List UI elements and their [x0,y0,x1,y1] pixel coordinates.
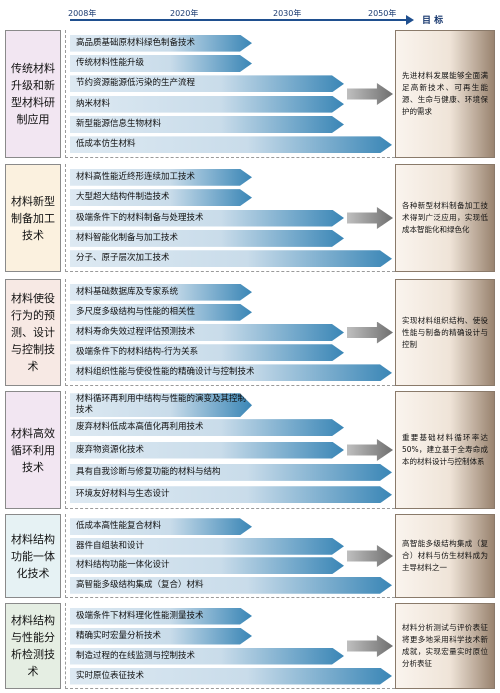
to-target-arrow-icon [347,439,393,461]
bar-rows: 材料循环再利用中结构与性能的演变及其控制技术废弃材料低成本高值化再利用技术废弃物… [65,391,395,509]
to-target-arrow-icon [347,83,393,105]
roadmap-bar: 高品质基础原材料绿色制备技术 [70,35,252,52]
target-box: 高智能多级结构集成（复合）材料与仿生材料成为主导材料之一 [395,514,495,598]
bar-rows: 材料基础数据库及专家系统多尺度多级结构与性能的相关性材料寿命失效过程评估预测技术… [65,279,395,386]
target-text: 实现材料组织结构、使役性能与制备的精确设计与控制 [402,315,488,349]
target-box: 各种新型材料制备加工技术得到广泛应用，实现低成本智能化和绿色化 [395,164,495,272]
roadmap-bar: 传统材料性能升级 [70,55,252,72]
roadmap-bar: 器件自组装和设计 [70,538,344,555]
roadmap-bar: 材料高性能近终形连续加工技术 [70,169,252,186]
target-text: 高智能多级结构集成（复合）材料与仿生材料成为主导材料之一 [402,539,488,572]
section-label-text: 传统材料升级和新型材料研制应用 [11,62,55,126]
section-label-text: 材料结构功能一体化技术 [11,532,55,580]
timeline-axis: 2008年 2020年 2030年 2050年 目 标 [0,0,500,28]
roadmap-bar: 分子、原子层次加工技术 [70,250,392,267]
roadmap-bar: 废弃物资源化技术 [70,442,344,459]
target-text: 材料分析测试与评价表征将更多地采用科学技术新成就，实现宏量实时原位分析表征 [402,623,488,668]
roadmap-bar: 低成本高性能复合材料 [70,518,252,535]
bar-rows: 低成本高性能复合材料器件自组装和设计材料结构功能一体化设计高智能多级结构集成（复… [65,514,395,598]
roadmap-bar: 材料组织性能与使役性能的精确设计与控制技术 [70,364,392,381]
roadmap-section: 传统材料升级和新型材料研制应用高品质基础原材料绿色制备技术传统材料性能升级节约资… [5,30,495,158]
roadmap-section: 材料新型制备加工技术材料高性能近终形连续加工技术大型超大结构件制造技术极端条件下… [5,164,495,272]
bar-rows: 极端条件下材料理化性能测量技术精确实时宏量分析技术制造过程的在线监测与控制技术实… [65,603,395,689]
roadmap-bar: 新型能源信息生物材料 [70,116,344,133]
roadmap-bar: 材料寿命失效过程评估预测技术 [70,324,344,341]
roadmap-bar: 实时原位表征技术 [70,668,392,685]
roadmap-bar: 极端条件下的材料结构-行为关系 [70,344,344,361]
roadmap-bar: 多尺度多级结构与性能的相关性 [70,304,252,321]
roadmap-bar: 高智能多级结构集成（复合）材料 [70,577,392,594]
section-label: 传统材料升级和新型材料研制应用 [5,30,61,158]
section-label: 材料结构与性能分析检测技术 [5,603,61,689]
bar-rows: 材料高性能近终形连续加工技术大型超大结构件制造技术极端条件下的材料制备与处理技术… [65,164,395,272]
roadmap-bar: 制造过程的在线监测与控制技术 [70,648,344,665]
roadmap-bar: 材料基础数据库及专家系统 [70,284,252,301]
roadmap-bar: 纳米材料 [70,96,344,113]
section-label: 材料新型制备加工技术 [5,164,61,272]
target-box: 重要基础材料循环率达50%，建立基于全寿命成本的材料设计与控制体系 [395,391,495,509]
roadmap-bar: 材料智能化制备与加工技术 [70,230,344,247]
roadmap-section: 材料使役行为的预测、设计与控制技术材料基础数据库及专家系统多尺度多级结构与性能的… [5,279,495,386]
roadmap-bar: 精确实时宏量分析技术 [70,628,252,645]
roadmap-section: 材料结构功能一体化技术低成本高性能复合材料器件自组装和设计材料结构功能一体化设计… [5,514,495,598]
roadmap-bar: 具有自我诊断与修复功能的材料与结构 [70,464,392,481]
target-box: 先进材料发展能够全面满足高新技术、可再生能源、生命与健康、环境保护的需求 [395,30,495,158]
section-label-text: 材料结构与性能分析检测技术 [11,614,55,678]
target-column-label: 目 标 [422,16,444,26]
target-text: 先进材料发展能够全面满足高新技术、可再生能源、生命与健康、环境保护的需求 [402,71,488,116]
bar-rows: 高品质基础原材料绿色制备技术传统材料性能升级节约资源能源低污染的生产流程纳米材料… [65,30,395,158]
roadmap-section: 材料高效循环利用技术材料循环再利用中结构与性能的演变及其控制技术废弃材料低成本高… [5,391,495,509]
to-target-arrow-icon [347,321,393,344]
target-text: 各种新型材料制备加工技术得到广泛应用，实现低成本智能化和绿色化 [402,201,488,234]
section-label: 材料结构功能一体化技术 [5,514,61,598]
section-label: 材料高效循环利用技术 [5,391,61,509]
to-target-arrow-icon [347,545,393,567]
roadmap-bar: 大型超大结构件制造技术 [70,189,252,206]
axis-line [70,19,408,21]
target-box: 材料分析测试与评价表征将更多地采用科学技术新成就，实现宏量实时原位分析表征 [395,603,495,689]
roadmap-bar: 材料结构功能一体化设计 [70,557,344,574]
year-2030: 2030年 [273,9,302,18]
target-text: 重要基础材料循环率达50%，建立基于全寿命成本的材料设计与控制体系 [402,433,488,466]
year-2008: 2008年 [68,9,97,18]
year-2050: 2050年 [368,9,397,18]
roadmap-bar: 废弃材料低成本高值化再利用技术 [70,419,344,436]
section-label-text: 材料新型制备加工技术 [11,194,55,242]
section-label-text: 材料使役行为的预测、设计与控制技术 [11,292,55,373]
year-2020: 2020年 [170,9,199,18]
axis-arrowhead-icon [406,15,414,25]
section-label-text: 材料高效循环利用技术 [11,426,55,474]
roadmap-section: 材料结构与性能分析检测技术极端条件下材料理化性能测量技术精确实时宏量分析技术制造… [5,603,495,689]
roadmap-bar: 节约资源能源低污染的生产流程 [70,75,344,92]
to-target-arrow-icon [347,635,393,657]
roadmap-bar: 材料循环再利用中结构与性能的演变及其控制技术 [70,393,252,417]
roadmap-bar: 环境友好材料与生态设计 [70,486,392,503]
roadmap-bar: 极端条件下材料理化性能测量技术 [70,608,252,625]
to-target-arrow-icon [347,207,393,229]
roadmap-bar: 极端条件下的材料制备与处理技术 [70,210,344,227]
section-label: 材料使役行为的预测、设计与控制技术 [5,279,61,386]
roadmap-bar: 低成本仿生材料 [70,136,392,153]
target-box: 实现材料组织结构、使役性能与制备的精确设计与控制 [395,279,495,386]
